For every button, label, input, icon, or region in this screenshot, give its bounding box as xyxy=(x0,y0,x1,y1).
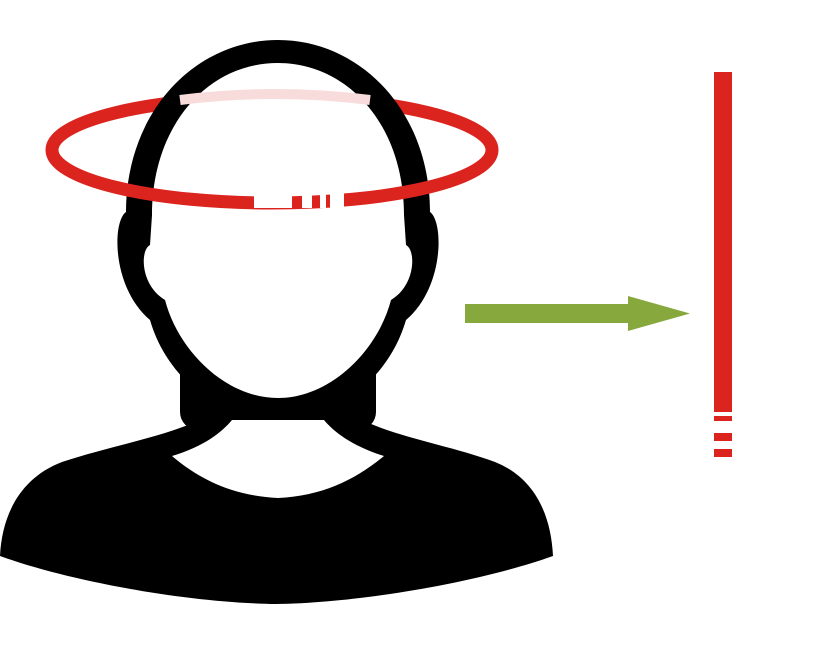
person-torso xyxy=(0,408,553,604)
person-face xyxy=(143,63,413,398)
right-arrow-icon xyxy=(465,296,690,331)
bar-segment-2 xyxy=(714,433,732,441)
ring-gap-4 xyxy=(330,182,344,208)
bar-main xyxy=(714,72,732,412)
ring-gap-3 xyxy=(320,182,326,208)
person-silhouette-icon xyxy=(0,40,553,604)
ring-gap-1 xyxy=(254,182,292,208)
person-collar xyxy=(172,420,384,498)
bar-segment-3 xyxy=(714,449,732,457)
ring-back-highlight xyxy=(179,89,371,105)
ring-gap-2 xyxy=(302,182,312,208)
arrow-shaft xyxy=(465,304,633,323)
vertical-line-icon xyxy=(714,72,732,457)
bar-segment-1 xyxy=(714,416,732,421)
arrow-head xyxy=(628,296,690,331)
